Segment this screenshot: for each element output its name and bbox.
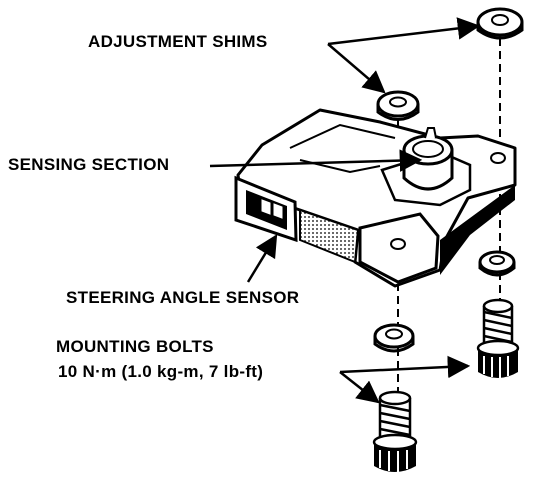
connector bbox=[234, 175, 298, 296]
label-mounting-bolts: MOUNTING BOLTS bbox=[56, 337, 214, 356]
middle-shim bbox=[376, 90, 420, 121]
label-torque-spec: 10 N·m (1.0 kg-m, 7 lb-ft) bbox=[58, 362, 264, 381]
top-right-shim bbox=[476, 7, 524, 40]
left-mounting-bolt bbox=[372, 390, 418, 472]
label-steering-angle-sensor: STEERING ANGLE SENSOR bbox=[66, 288, 300, 307]
right-mounting-bolt bbox=[476, 298, 520, 378]
left-washer bbox=[373, 323, 415, 353]
label-sensing-section: SENSING SECTION bbox=[8, 155, 170, 174]
right-washer bbox=[478, 250, 516, 277]
label-adjustment-shims: ADJUSTMENT SHIMS bbox=[88, 32, 268, 51]
leader-lines bbox=[209, 17, 481, 404]
